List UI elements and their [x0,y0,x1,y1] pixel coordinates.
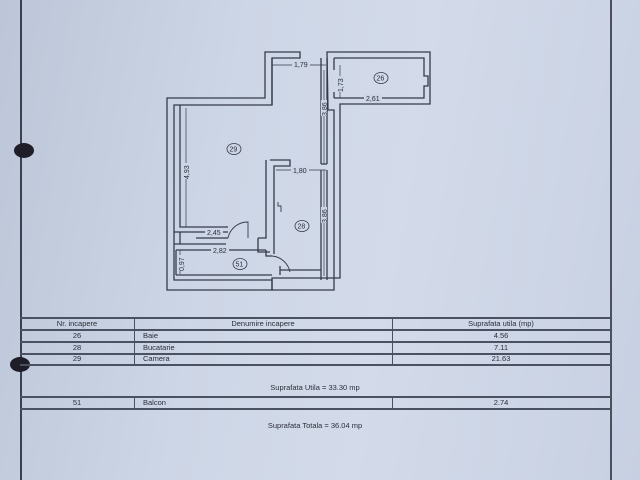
row-denumire: Bucatarie [143,343,175,352]
dim-2-45: 2,45 [207,230,221,237]
dim-3-86-top: 3,86 [322,102,329,116]
row-suprafata: 2.74 [493,398,509,407]
row-suprafata: 7.11 [493,343,509,352]
suprafata-totala: Suprafata Totala = 36.04 mp [267,421,363,430]
row-nr: 51 [72,398,82,407]
header-nr-incapere: Nr. incapere [56,319,98,328]
room-number-28: 28 [298,224,306,231]
dim-0-97: 0,97 [179,257,186,271]
header-denumire-incapere: Denumire incapere [231,319,295,328]
row-denumire: Camera [143,354,170,363]
row-nr: 28 [72,343,82,352]
dim-4-93: 4,93 [184,165,191,179]
row-denumire: Balcon [143,398,166,407]
wall-outer-right [271,51,431,291]
punch-hole-top [14,143,34,158]
room-number-51: 51 [236,262,244,269]
page-margin-line-right [610,0,612,480]
wall-baie [334,57,429,99]
room-number-29: 29 [230,147,238,154]
dim-2-82: 2,82 [213,248,227,255]
row-suprafata: 21.63 [491,354,511,363]
suprafata-utila-total: Suprafata Utila = 33.30 mp [270,383,360,392]
page-margin-line-left [20,0,22,480]
row-suprafata: 4.56 [493,331,509,340]
dim-1-73: 1,73 [338,78,345,92]
row-nr: 26 [72,331,82,340]
room-number-26: 26 [377,76,385,83]
row-nr: 29 [72,354,82,363]
dim-1-79: 1,79 [294,62,308,69]
dim-2-61: 2,61 [366,96,380,103]
dim-3-86-bottom: 3,86 [322,209,329,223]
row-denumire: Baie [143,331,159,340]
header-suprafata-utila: Suprafata utila (mp) [468,319,534,328]
dim-1-80: 1,80 [293,168,307,175]
